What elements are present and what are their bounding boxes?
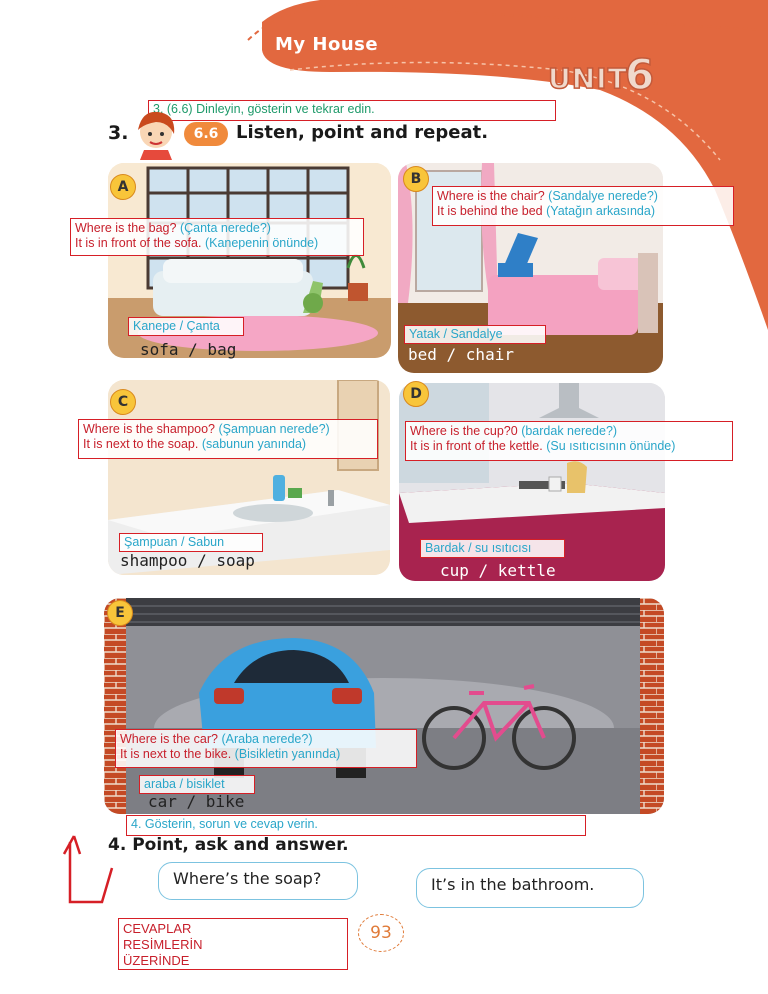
answers-note-line-3: ÜZERİNDE — [123, 953, 190, 968]
panel-b-question: Where is the chair? — [437, 189, 545, 203]
panel-e-answer: It is next to the bike. — [120, 747, 232, 761]
panel-e-words-tr: araba / bisiklet — [139, 775, 255, 794]
unit-title: My House — [275, 34, 379, 55]
panel-b-caption: bed / chair — [408, 345, 514, 364]
panel-d-answer: It is in front of the kettle. — [410, 439, 543, 453]
panel-c-question-tr: (Şampuan nerede?) — [218, 422, 330, 436]
exercise4-title: Point, ask and answer. — [132, 835, 349, 855]
speech-bubble-question: Where’s the soap? — [158, 862, 358, 900]
panel-e-qa-box: Where is the car? (Araba nerede?) It is … — [115, 729, 417, 768]
exercise3-translation-note: 3. (6.6) Dinleyin, gösterin ve tekrar ed… — [148, 100, 556, 121]
panel-a-question: Where is the bag? — [75, 221, 177, 235]
panel-d-caption: cup / kettle — [440, 561, 556, 580]
panel-c-qa-box: Where is the shampoo? (Şampuan nerede?) … — [78, 419, 378, 459]
exercise4-number: 4. — [108, 835, 127, 855]
panel-b-answer: It is behind the bed — [437, 204, 543, 218]
audio-track-badge[interactable]: 6.6 — [184, 122, 228, 146]
panel-b-qa-box: Where is the chair? (Sandalye nerede?) I… — [432, 186, 734, 226]
panel-b-answer-tr: (Yatağın arkasında) — [546, 204, 655, 218]
panel-a-words-tr: Kanepe / Çanta — [128, 317, 244, 336]
panel-e-caption: car / bike — [148, 792, 245, 811]
answers-note-line-1: CEVAPLAR — [123, 921, 192, 936]
panel-a-qa-box: Where is the bag? (Çanta nerede?) It is … — [70, 218, 364, 256]
panel-c-words-tr: Şampuan / Sabun — [119, 533, 263, 552]
panel-e-answer-tr: (Bisikletin yanında) — [234, 747, 341, 761]
panel-c-letter: C — [110, 389, 136, 415]
answers-note-box: CEVAPLAR RESİMLERİN ÜZERİNDE — [118, 918, 348, 970]
panel-d-question-tr: (bardak nerede?) — [521, 424, 618, 438]
panel-b-letter: B — [403, 166, 429, 192]
panel-d-answer-tr: (Su ısıtıcısının önünde) — [546, 439, 676, 453]
panel-b-question-tr: (Sandalye nerede?) — [548, 189, 658, 203]
panel-c-caption: shampoo / soap — [120, 551, 255, 570]
panel-e-question: Where is the car? — [120, 732, 218, 746]
panel-c-answer-tr: (sabunun yanında) — [201, 437, 307, 451]
panel-b-words-tr: Yatak / Sandalye — [404, 325, 546, 344]
pointing-hand-mark — [62, 835, 114, 904]
exercise4-translation-note: 4. Gösterin, sorun ve cevap verin. — [126, 815, 586, 836]
panel-d-qa-box: Where is the cup?0 (bardak nerede?) It i… — [405, 421, 733, 461]
panel-a-letter: A — [110, 174, 136, 200]
panel-e-letter: E — [107, 600, 133, 626]
panel-a-caption: sofa / bag — [140, 340, 237, 359]
panel-c-question: Where is the shampoo? — [83, 422, 216, 436]
panel-a-question-tr: (Çanta nerede?) — [179, 221, 271, 235]
panel-d-question: Where is the cup?0 — [410, 424, 518, 438]
exercise3-number: 3. — [108, 122, 129, 144]
panel-d-words-tr: Bardak / su ısıtıcısı — [420, 539, 565, 558]
panel-c-answer: It is next to the soap. — [83, 437, 199, 451]
page-number: 93 — [358, 914, 404, 952]
panel-e-question-tr: (Araba nerede?) — [221, 732, 313, 746]
unit-header-banner — [247, 0, 768, 330]
unit-number: 6 — [624, 49, 655, 100]
panel-a-answer: It is in front of the sofa. — [75, 236, 202, 250]
girl-mascot-icon — [138, 111, 175, 160]
answers-note-line-2: RESİMLERİN — [123, 937, 203, 952]
unit-label: UNIT — [547, 61, 628, 96]
panel-d-letter: D — [403, 381, 429, 407]
panel-a-answer-tr: (Kanepenin önünde) — [204, 236, 319, 250]
exercise4-heading: 4. Point, ask and answer. — [108, 835, 349, 855]
exercise3-title: Listen, point and repeat. — [236, 122, 489, 143]
speech-bubble-answer: It’s in the bathroom. — [416, 868, 644, 908]
